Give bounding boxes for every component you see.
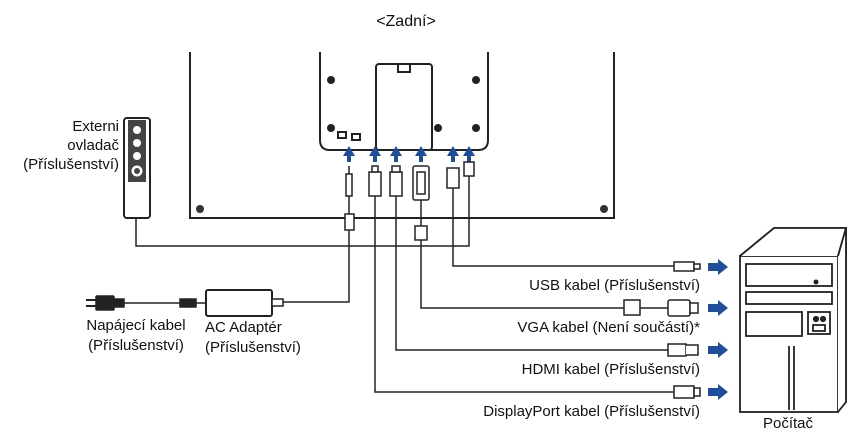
controller-label-line3: (Příslušenství)	[23, 156, 119, 173]
arrow-up-hdmi	[390, 146, 402, 162]
cable-plugs	[344, 161, 475, 241]
ac-adapter-label-line2: (Příslušenství)	[205, 339, 301, 356]
ac-adapter-icon	[205, 289, 273, 317]
arrow-up-usb	[447, 146, 459, 162]
power-plug-icon	[95, 295, 115, 311]
arrow-up-controller	[463, 146, 475, 162]
arrow-up-vga	[415, 146, 427, 162]
power-cord	[86, 295, 206, 311]
hdmi-pc-plug-icon	[667, 343, 687, 357]
displayport-cable	[374, 196, 674, 393]
controller-cable	[135, 180, 470, 247]
hdmi-plug-icon	[389, 171, 403, 197]
monitor-rear	[189, 52, 615, 219]
controller-label-line2: ovladač	[67, 137, 119, 154]
rear-view-title: <Zadní>	[376, 13, 436, 30]
cables	[135, 180, 674, 393]
vga-cable-label: VGA kabel (Není součástí)*	[517, 319, 700, 336]
displayport-plug-icon	[368, 171, 382, 197]
pc-arrows	[708, 259, 728, 400]
external-controller	[123, 117, 151, 219]
adapter-plug-icon	[271, 298, 284, 307]
usb-cable	[452, 188, 674, 267]
usb-plug-icon	[446, 167, 460, 189]
dp-pc-plug-icon	[673, 385, 695, 399]
ferrite-core-power	[344, 213, 355, 231]
hdmi-cable-label: HDMI kabel (Příslušenství)	[522, 361, 700, 378]
vga-cable	[420, 200, 624, 309]
vga-ferrite-icon	[623, 299, 641, 316]
displayport-cable-label: DisplayPort kabel (Příslušenství)	[483, 403, 700, 420]
pc-side-plugs	[623, 261, 701, 399]
dc-plug-icon	[345, 173, 353, 197]
usb-pc-plug-icon	[673, 261, 695, 272]
usb-cable-label: USB kabel (Příslušenství)	[529, 277, 700, 294]
ac-adapter-label-line1: AC Adaptér	[205, 319, 282, 336]
arrow-right-hdmi	[708, 342, 728, 358]
ferrite-core-vga	[414, 225, 428, 241]
computer-label: Počítač	[763, 415, 814, 431]
arrow-right-usb	[708, 259, 728, 275]
vga-pc-plug-icon	[667, 299, 691, 317]
arrow-right-dp	[708, 384, 728, 400]
power-cord-label-line2: (Příslušenství)	[88, 337, 184, 354]
connection-arrows	[343, 146, 475, 162]
arrow-right-vga	[708, 300, 728, 316]
controller-label-line1: Externi	[72, 118, 119, 135]
arrow-up-power	[343, 146, 355, 162]
computer-tower	[738, 227, 848, 414]
power-cord-label-line1: Napájecí kabel	[86, 317, 185, 334]
connector-panel	[319, 52, 489, 151]
controller-plug-icon	[463, 161, 475, 177]
hdmi-cable	[395, 196, 668, 351]
power-cable	[283, 196, 350, 303]
arrow-up-displayport	[369, 146, 381, 162]
